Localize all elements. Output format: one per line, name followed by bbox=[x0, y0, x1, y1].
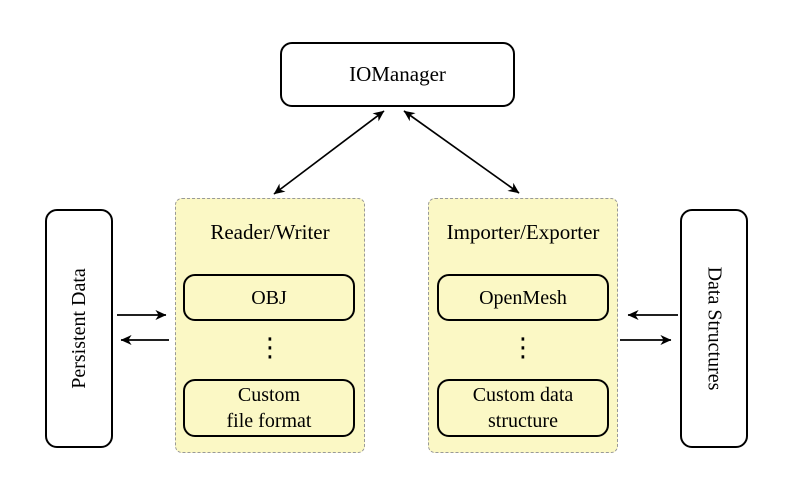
obj-box: OBJ bbox=[183, 274, 355, 321]
data-structures-label: Data Structures bbox=[703, 266, 726, 391]
reader-writer-title: Reader/Writer bbox=[210, 220, 330, 244]
custom-data-structure-box: Custom data structure bbox=[437, 379, 609, 437]
arrow-iomanager-readerwriter bbox=[273, 110, 385, 195]
reader-writer-dots: ⋮ bbox=[257, 333, 283, 363]
arrow-iomanager-importerexporter bbox=[403, 110, 520, 194]
openmesh-box: OpenMesh bbox=[437, 274, 609, 321]
persistent-data-box: Persistent Data bbox=[45, 209, 113, 448]
iomanager-box: IOManager bbox=[280, 42, 515, 107]
data-structures-box: Data Structures bbox=[680, 209, 748, 448]
custom-file-format-box: Custom file format bbox=[183, 379, 355, 437]
importer-exporter-dots: ⋮ bbox=[510, 333, 536, 363]
iomanager-label: IOManager bbox=[349, 62, 446, 86]
persistent-data-label: Persistent Data bbox=[67, 268, 90, 389]
importer-exporter-title: Importer/Exporter bbox=[446, 220, 600, 244]
